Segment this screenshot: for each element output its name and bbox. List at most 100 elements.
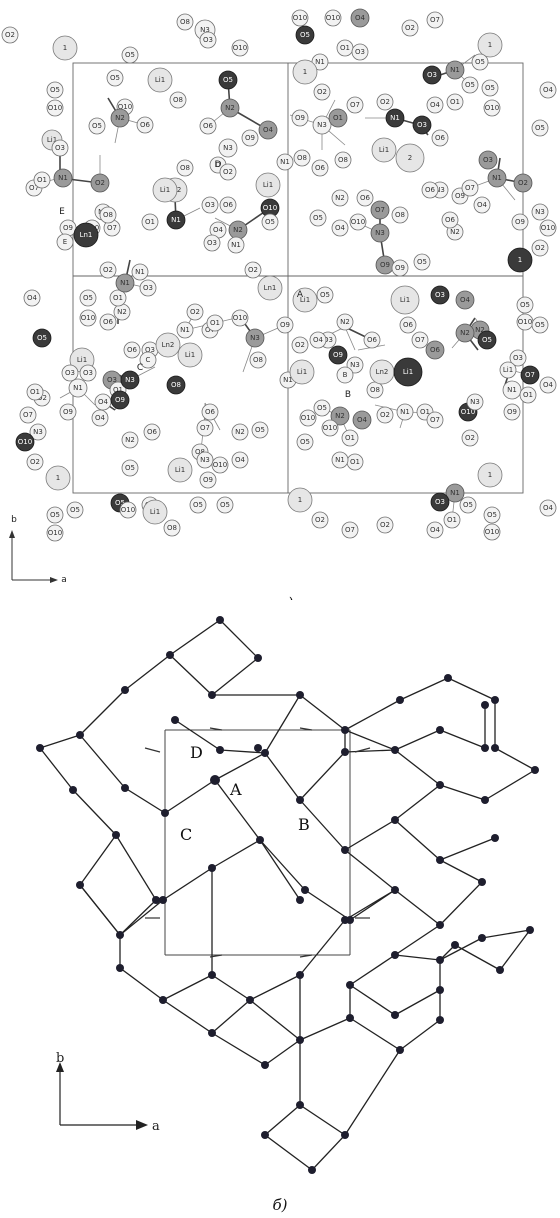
atom-label: O5 [313, 214, 323, 222]
atom-sphere [109, 289, 127, 307]
atom-sphere [90, 173, 110, 193]
atom-85: O5 [481, 79, 499, 97]
atom-sphere [363, 331, 381, 349]
atom-label: O1 [113, 386, 123, 394]
atom-sphere [426, 11, 444, 29]
atom-67: O9 [291, 109, 309, 127]
atom-sphere [311, 159, 329, 177]
atom-103: N3 [370, 223, 390, 243]
atom-label: O5 [37, 334, 47, 342]
atom-sphere [413, 253, 431, 271]
atom-82: O5 [471, 53, 489, 71]
atom-242: O5 [189, 496, 207, 514]
atom-sphere [201, 403, 219, 421]
atom-sphere [59, 403, 77, 421]
atom-label: O2 [535, 244, 545, 252]
atom-sphere [79, 289, 97, 307]
edge-30 [394, 784, 441, 821]
atom-label: O2 [380, 98, 390, 106]
atom-label: N2 [335, 194, 345, 202]
atom-62: O1 [336, 39, 354, 57]
atom-sphere [299, 409, 317, 427]
site-label-c: C [137, 363, 143, 373]
atom-232: O10 [483, 523, 501, 541]
atom-sphere [411, 331, 429, 349]
edge-48 [304, 889, 351, 921]
atom-227: O3 [430, 492, 450, 512]
node-62 [261, 1061, 269, 1069]
atom-104: O8 [391, 206, 409, 224]
atom-label: O3 [83, 369, 93, 377]
atom-label: O10 [461, 408, 475, 416]
atom-label: O5 [125, 464, 135, 472]
atom-108: N2 [331, 189, 349, 207]
atom-80: O3 [422, 65, 442, 85]
atom-sphere [531, 203, 549, 221]
atom-128: N1 [502, 380, 522, 400]
atom-label: O2 [380, 411, 390, 419]
atom-label: O8 [173, 96, 183, 104]
atom-229: O1 [443, 511, 461, 529]
atom-label: 2 [408, 154, 412, 162]
atom-sphere [507, 247, 533, 273]
atom-sphere [46, 506, 64, 524]
atom-28: O6 [136, 116, 154, 134]
atom-sphere [46, 524, 64, 542]
atom-label: O3 [145, 346, 155, 354]
atom-187: O4 [231, 451, 249, 469]
atom-77: O8 [334, 151, 352, 169]
edge-31 [394, 749, 441, 786]
atom-label: O1 [37, 176, 47, 184]
atom-24: O5 [106, 69, 124, 87]
atom-sphere [231, 309, 249, 327]
atom-sphere [147, 67, 173, 93]
atom-177: N2 [121, 431, 139, 449]
atom-43: N1 [276, 153, 294, 171]
atom-label: Li1 [300, 296, 310, 304]
edge-39 [399, 677, 449, 701]
bond-32 [344, 326, 356, 351]
node-27 [391, 746, 399, 754]
atom-sphere [121, 431, 139, 449]
atom-41: O2 [219, 163, 237, 181]
atom-label: O6 [103, 318, 114, 326]
atom-117: O4 [455, 290, 475, 310]
atom-label: O8 [370, 386, 380, 394]
atom-label: O8 [171, 381, 181, 389]
atom-sphere [53, 168, 73, 188]
atom-sphere [23, 289, 41, 307]
node-41 [301, 886, 309, 894]
atom-54: Ln1 [257, 275, 283, 301]
atom-label: N2 [450, 228, 460, 236]
atom-191: Li1 [292, 287, 318, 313]
atom-sphere [68, 378, 88, 398]
atom-label: O4 [543, 504, 554, 512]
edge-10 [39, 747, 74, 791]
atom-sphere [46, 99, 64, 117]
atom-label: O10 [213, 461, 227, 469]
atom-92: O4 [473, 196, 491, 214]
atom-sphere [477, 32, 503, 58]
atom-label: O3 [513, 354, 523, 362]
node-43 [159, 896, 167, 904]
atom-sphere [115, 273, 135, 293]
atom-label: O7 [350, 101, 360, 109]
atom-29: Li1 [147, 67, 173, 93]
edge-15 [79, 884, 121, 936]
atom-sphere [211, 456, 229, 474]
atom-label: O2 [405, 24, 415, 32]
atom-sphere [276, 316, 294, 334]
edge-64 [481, 929, 531, 939]
atom-label: O7 [465, 184, 475, 192]
node-57 [246, 996, 254, 1004]
atom-sphere [455, 290, 475, 310]
atom-sphere [356, 189, 374, 207]
panel-a-crystal-structure: O21O5O10Li1O3N1O2O7O1N3O9O10O7O1N1Ln1EO8… [1, 8, 557, 600]
atom-6: N1 [53, 168, 73, 188]
atom-72: O2 [376, 93, 394, 111]
atom-sphere [443, 511, 461, 529]
atom-20: O8 [176, 13, 194, 31]
atom-190: Li1 [167, 457, 193, 483]
atom-sphere [313, 83, 331, 101]
atom-sphere [32, 328, 52, 348]
